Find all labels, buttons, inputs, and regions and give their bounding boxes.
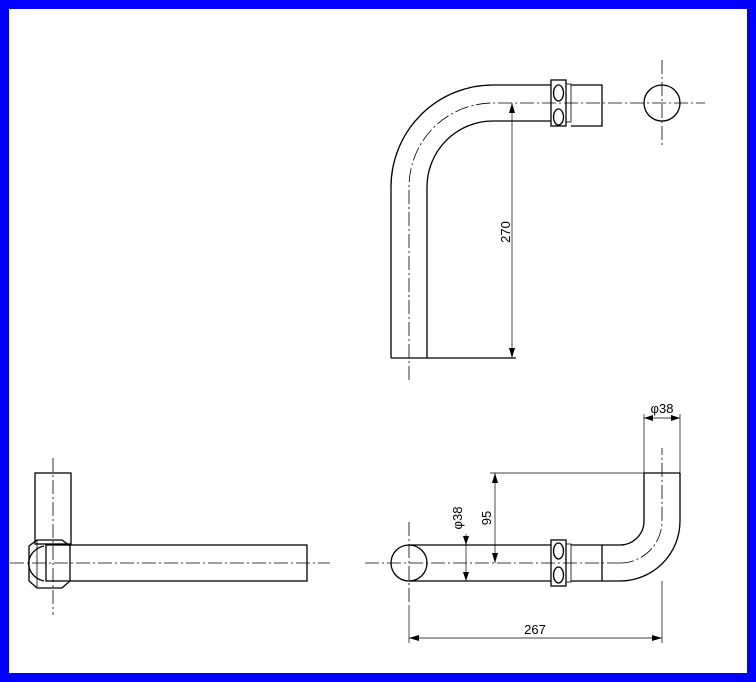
side-riser bbox=[34, 472, 72, 545]
plan-centerline-bend bbox=[619, 448, 663, 564]
dim-label-95: 95 bbox=[479, 511, 494, 525]
side-view bbox=[10, 458, 330, 615]
nut-flat-lower bbox=[552, 108, 565, 126]
elbow-pipe-plan: φ38 95 φ38 267 bbox=[365, 401, 681, 643]
plan-bend-inner bbox=[602, 473, 645, 546]
pipe-stub bbox=[571, 84, 603, 127]
plan-nut-flat-lower bbox=[552, 566, 565, 584]
dim-arrows-dia-top bbox=[644, 415, 680, 421]
side-pipe-end-arc bbox=[28, 545, 45, 582]
side-nut-hex bbox=[28, 539, 71, 589]
dim-label-dia-side: φ38 bbox=[450, 507, 465, 530]
pipe-outer-contour bbox=[390, 84, 551, 358]
dim-arrows-dia-side bbox=[463, 536, 469, 581]
dim-arrows-95 bbox=[492, 473, 498, 563]
plan-nut-flat-upper bbox=[552, 542, 565, 560]
union-nut-flange bbox=[565, 83, 572, 123]
dim-label-267: 267 bbox=[524, 622, 546, 637]
dim-label-dia-top: φ38 bbox=[651, 401, 674, 416]
pipe-centerline bbox=[408, 102, 705, 380]
dim-label-270: 270 bbox=[498, 221, 513, 243]
pipe-inner-contour bbox=[426, 120, 551, 358]
elbow-pipe-elevation: 270 bbox=[390, 60, 705, 380]
nut-flat-upper bbox=[552, 84, 565, 102]
plan-bend-outer bbox=[571, 473, 681, 582]
